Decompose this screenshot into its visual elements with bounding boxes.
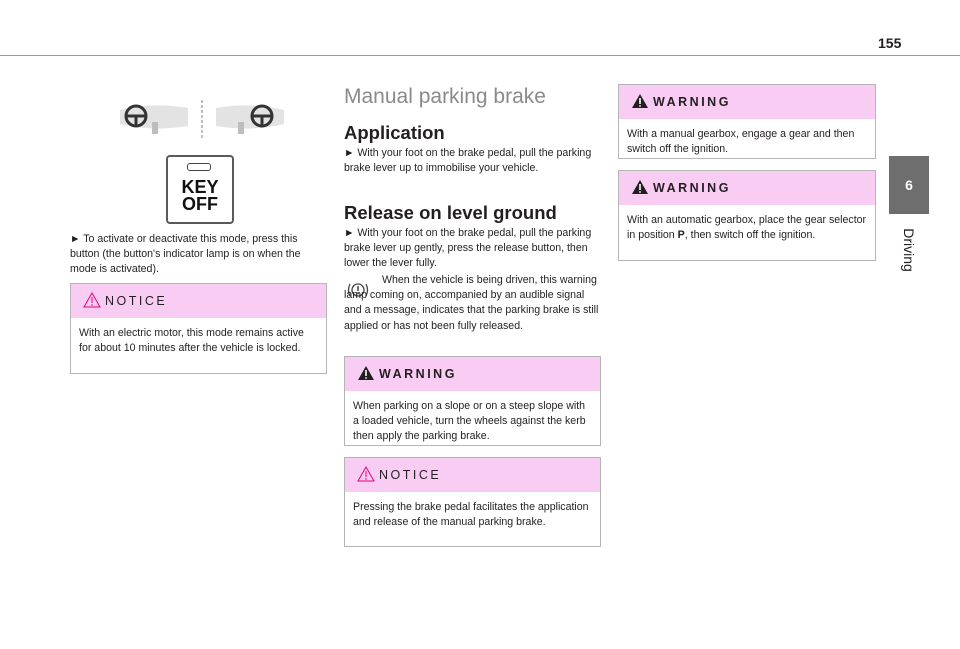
warning-triangle-icon (357, 466, 375, 482)
notice-text: With an electric motor, this mode remain… (79, 327, 304, 355)
chapter-label-text: Driving (901, 228, 917, 272)
warning-title: WARNING (379, 367, 457, 381)
key-off-label-line1: KEY (181, 177, 219, 197)
warning-triangle-icon (83, 292, 101, 308)
steering-wheels-illustration (112, 96, 292, 142)
warning-triangle-icon (632, 180, 648, 194)
warning-text: When parking on a slope or on a steep sl… (353, 400, 586, 443)
notice-title: NOTICE (105, 294, 168, 308)
notice-box: NOTICE With an electric motor, this mode… (70, 283, 327, 374)
release-heading: Release on level ground (344, 202, 557, 223)
warning-text-automatic-a: With an automatic gearbox, place the gea… (627, 214, 867, 242)
release-text: ► With your foot on the brake pedal, pul… (344, 227, 592, 270)
notice-text-2: Pressing the brake pedal facilitates the… (353, 501, 589, 529)
application-heading: Application (344, 122, 445, 143)
activation-instruction: ► To activate or deactivate this mode, p… (70, 233, 301, 276)
application-text: ► With your foot on the brake pedal, pul… (344, 147, 592, 175)
notice-box-2: NOTICE Pressing the brake pedal facilita… (344, 457, 601, 547)
chapter-tab[interactable]: 6 (889, 156, 929, 214)
warning-text-automatic: With an automatic gearbox, place the gea… (627, 213, 867, 243)
parking-brake-lamp-icon (346, 280, 370, 300)
warning-title-automatic: WARNING (653, 181, 731, 195)
button-indicator-lamp (187, 163, 211, 171)
steering-wheel-icon (120, 100, 284, 140)
warning-box-manual: WARNING With a manual gearbox, engage a … (618, 84, 876, 159)
warning-triangle-icon (358, 366, 374, 380)
section-title: Manual parking brake (344, 85, 546, 108)
gear-position-p: P (677, 229, 685, 242)
top-divider (0, 55, 960, 56)
warning-title-manual: WARNING (653, 95, 731, 109)
warning-box-automatic: WARNING With an automatic gearbox, place… (618, 170, 876, 261)
lamp-text: When the vehicle is being driven, this w… (344, 274, 599, 332)
warning-box: WARNING When parking on a slope or on a … (344, 356, 601, 446)
warning-text-manual: With a manual gearbox, engage a gear and… (627, 128, 855, 156)
warning-text-automatic-b: , then switch off the ignition. (684, 229, 816, 242)
key-off-button: KEY OFF (166, 155, 234, 224)
key-off-label-line2: OFF (182, 194, 218, 214)
notice-title-2: NOTICE (379, 468, 442, 482)
chapter-label: Driving (880, 225, 938, 275)
warning-triangle-icon (632, 94, 648, 108)
page-number: 155 (878, 35, 902, 51)
